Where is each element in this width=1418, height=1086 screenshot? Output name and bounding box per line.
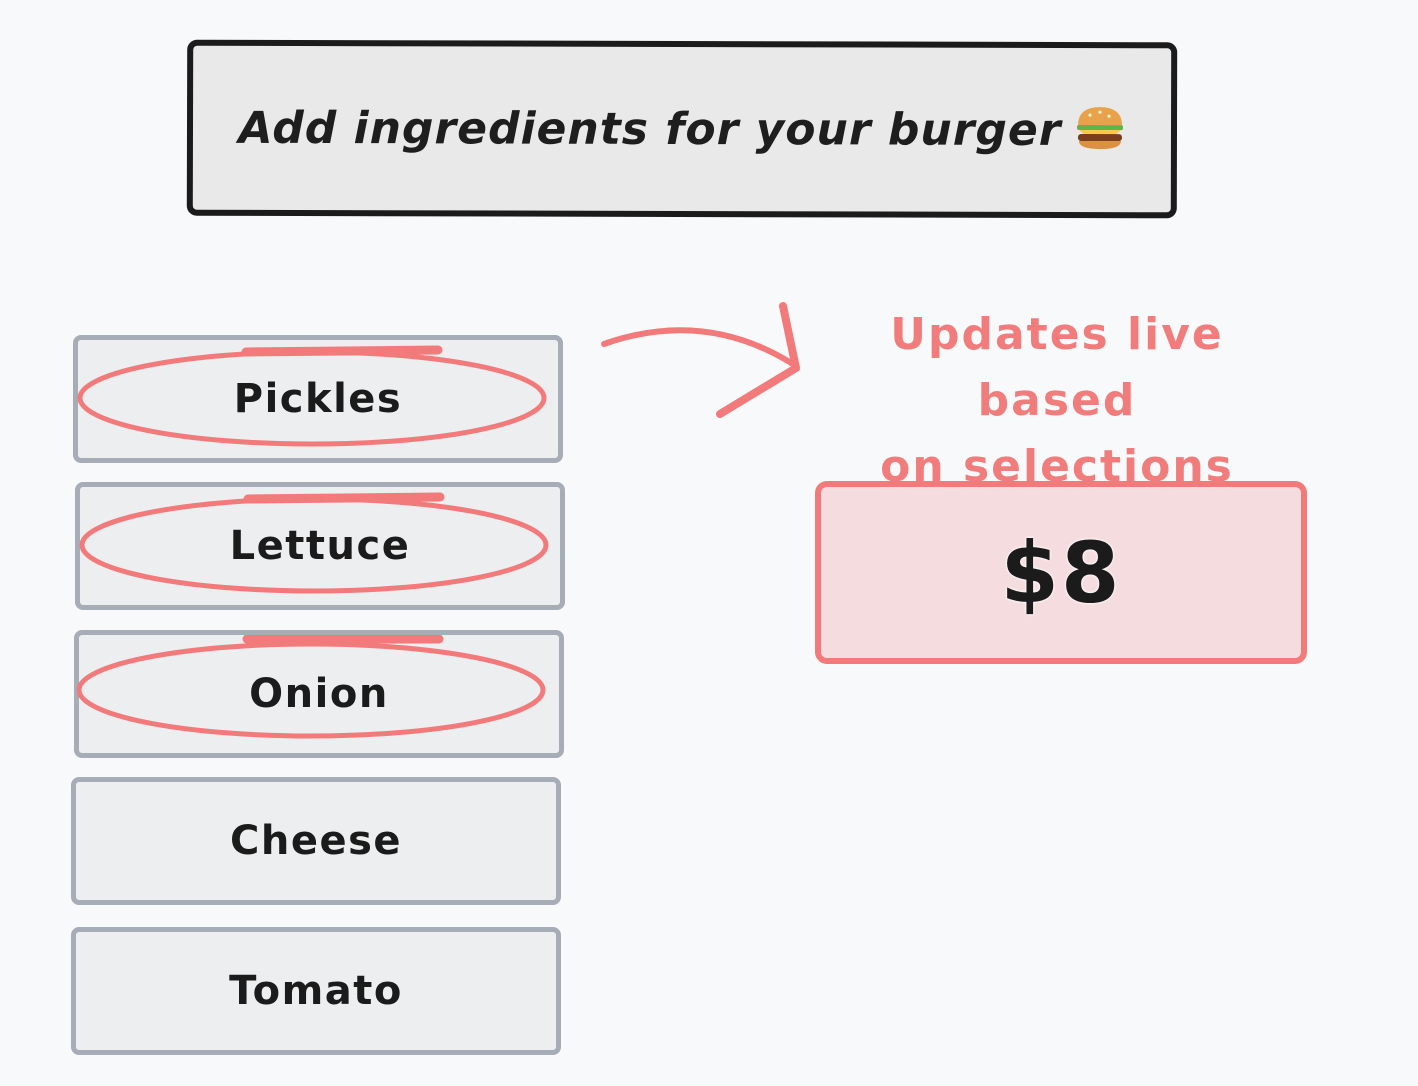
price-value: $8 <box>1000 523 1122 622</box>
ingredient-label: Lettuce <box>229 523 411 569</box>
ingredient-button-onion[interactable]: Onion <box>74 630 564 758</box>
page-title: Add ingredients for your burger <box>238 102 1062 156</box>
ingredient-label: Onion <box>249 671 389 717</box>
price-box: $8 <box>815 481 1307 664</box>
ingredient-label: Tomato <box>229 968 403 1014</box>
ingredient-label: Pickles <box>233 376 403 422</box>
ingredient-button-pickles[interactable]: Pickles <box>73 335 563 463</box>
burger-icon <box>1075 105 1125 155</box>
annotation-text: Updates live based on selections <box>812 302 1302 500</box>
header-title-box: Add ingredients for your burger <box>186 39 1178 219</box>
annotation-line: Updates live based <box>890 309 1224 426</box>
ingredient-button-lettuce[interactable]: Lettuce <box>75 482 565 610</box>
ingredient-button-tomato[interactable]: Tomato <box>71 927 561 1055</box>
ingredient-button-cheese[interactable]: Cheese <box>71 777 561 905</box>
arrow-right-icon <box>601 302 800 418</box>
ingredient-label: Cheese <box>229 818 403 864</box>
